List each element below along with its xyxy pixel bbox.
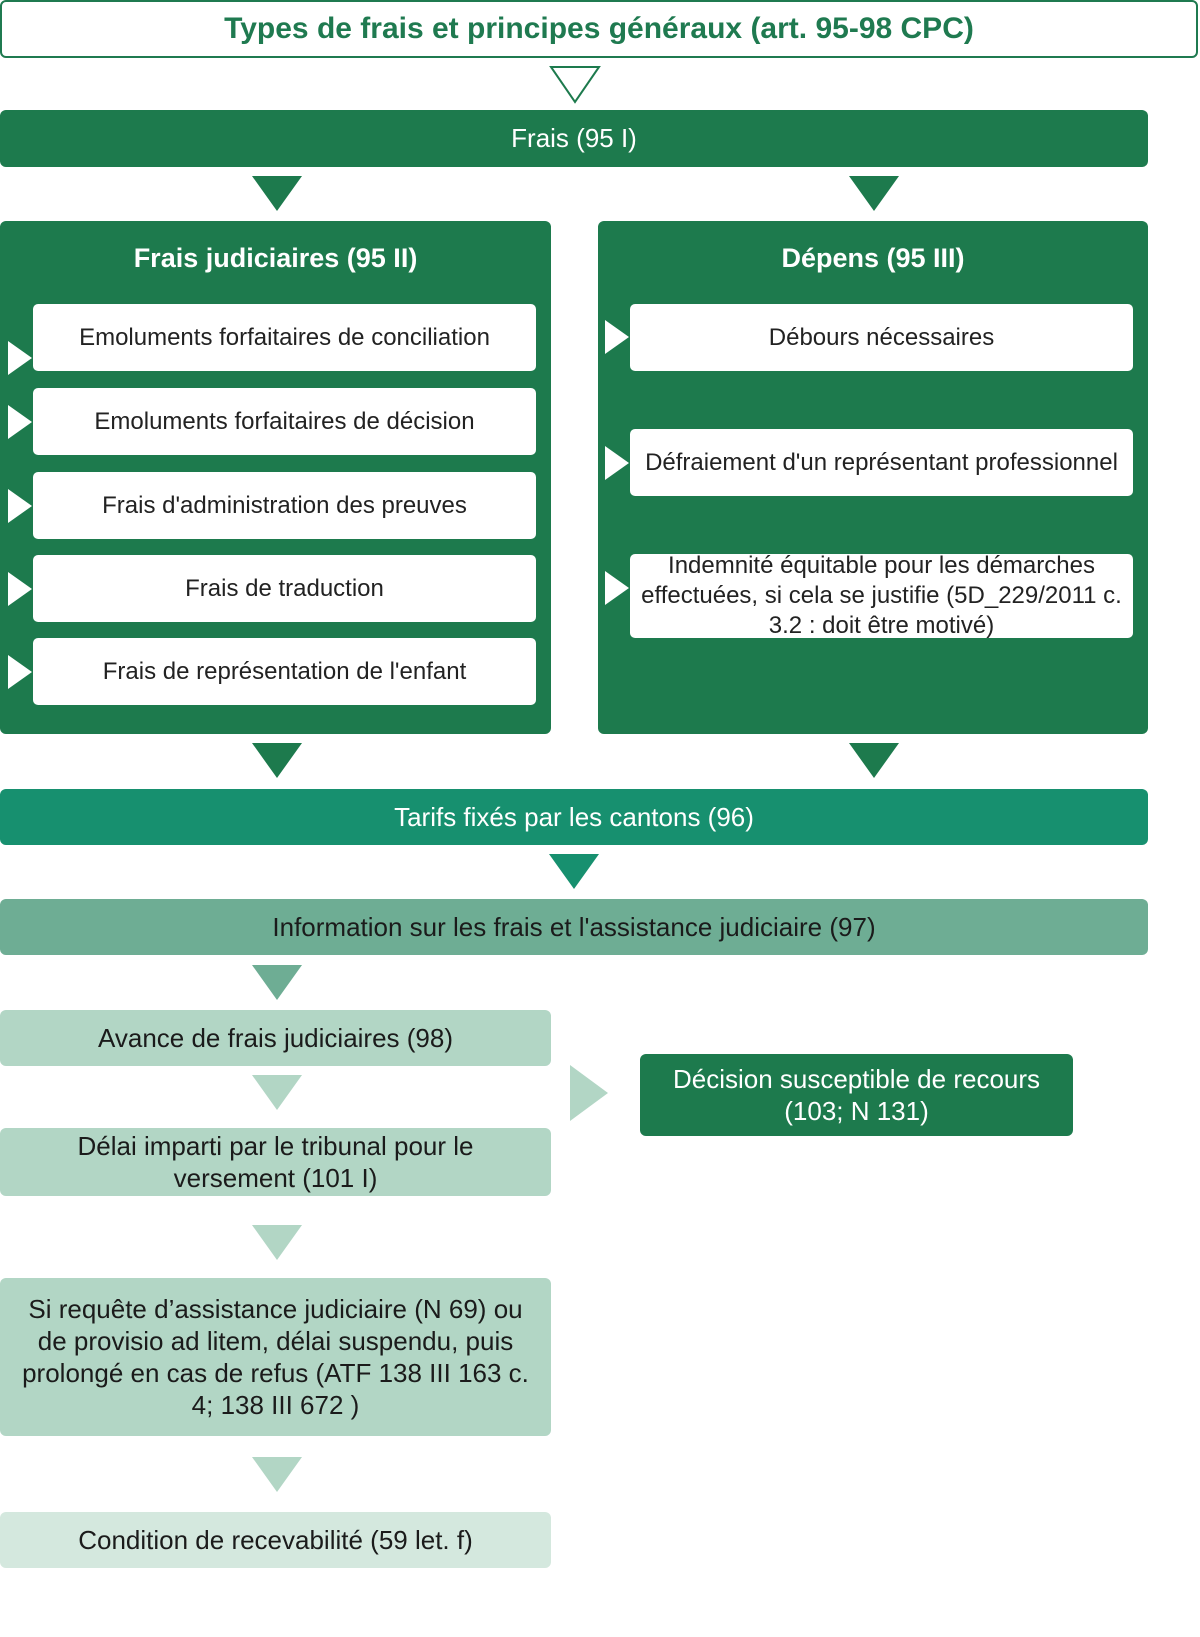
right-arrow-icon bbox=[8, 489, 32, 523]
diagram-title: Types de frais et principes généraux (ar… bbox=[0, 0, 1198, 58]
right-arrow-icon bbox=[8, 655, 32, 689]
panel-title: Frais judiciaires (95 II) bbox=[133, 243, 418, 273]
right-arrow-icon bbox=[605, 571, 629, 605]
right-arrow-icon bbox=[8, 405, 32, 439]
right-arrow-icon bbox=[605, 446, 629, 480]
list-item: Frais de représentation de l'enfant bbox=[33, 638, 536, 705]
list-item: Débours nécessaires bbox=[630, 304, 1133, 371]
right-arrow-icon bbox=[8, 341, 32, 375]
down-arrow-icon bbox=[849, 743, 899, 778]
frais-box: Frais (95 I) bbox=[0, 110, 1148, 167]
list-item: Emoluments forfaitaires de conciliation bbox=[33, 304, 536, 371]
frais-judiciaires-panel: Frais judiciaires (95 II) Emoluments for… bbox=[0, 221, 551, 734]
information-box: Information sur les frais et l'assistanc… bbox=[0, 899, 1148, 955]
down-arrow-icon bbox=[252, 1457, 302, 1492]
down-arrow-icon bbox=[252, 965, 302, 1000]
down-arrow-icon bbox=[549, 854, 599, 889]
depens-panel: Dépens (95 III) Débours nécessaires Défr… bbox=[598, 221, 1148, 734]
avance-box: Avance de frais judiciaires (98) bbox=[0, 1010, 551, 1066]
requete-box: Si requête d’assistance judiciaire (N 69… bbox=[0, 1278, 551, 1436]
right-arrow-icon bbox=[605, 320, 629, 354]
list-item: Indemnité équitable pour les démarches e… bbox=[630, 552, 1133, 639]
down-arrow-icon bbox=[252, 176, 302, 211]
right-arrow-icon bbox=[570, 1065, 608, 1121]
list-item: Emoluments forfaitaires de décision bbox=[33, 388, 536, 455]
list-item: Défraiement d'un représentant profession… bbox=[630, 429, 1133, 496]
list-item: Frais de traduction bbox=[33, 555, 536, 622]
panel-title: Dépens (95 III) bbox=[781, 243, 965, 273]
delai-box: Délai imparti par le tribunal pour le ve… bbox=[0, 1128, 551, 1196]
down-arrow-icon bbox=[849, 176, 899, 211]
decision-box: Décision susceptible de recours (103; N … bbox=[640, 1054, 1073, 1136]
down-arrow-icon bbox=[252, 1225, 302, 1260]
condition-box: Condition de recevabilité (59 let. f) bbox=[0, 1512, 551, 1568]
down-arrow-icon bbox=[252, 743, 302, 778]
list-item: Frais d'administration des preuves bbox=[33, 472, 536, 539]
down-arrow-icon bbox=[252, 1075, 302, 1110]
hollow-down-arrow-icon bbox=[549, 66, 601, 104]
tarifs-box: Tarifs fixés par les cantons (96) bbox=[0, 789, 1148, 845]
right-arrow-icon bbox=[8, 572, 32, 606]
